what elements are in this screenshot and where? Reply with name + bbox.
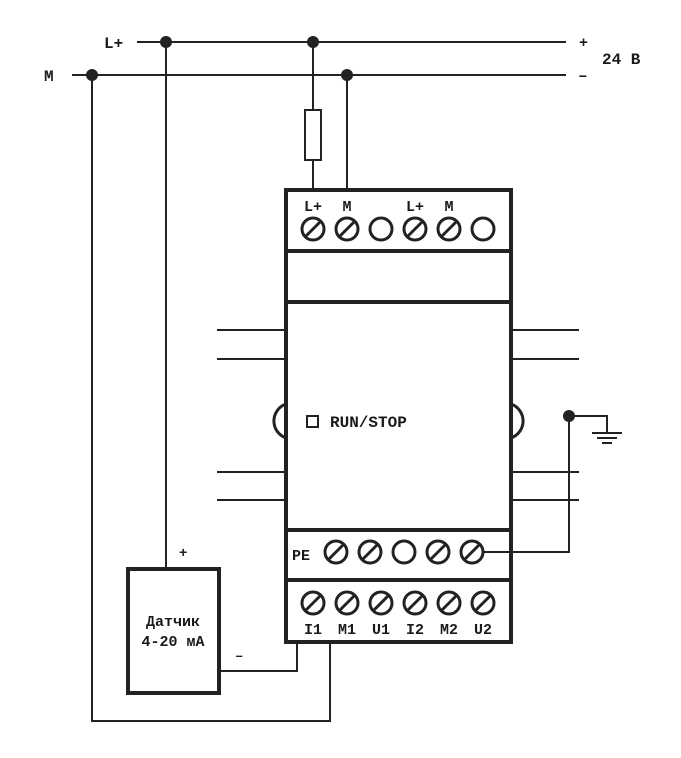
plus-sign: + (579, 35, 588, 52)
screw-terminal (300, 216, 326, 242)
screw-terminal (402, 590, 428, 616)
sensor-plus-label: + (179, 546, 187, 562)
ground-wire (569, 415, 608, 432)
bottom-terminal-label: M1 (338, 622, 356, 639)
run-stop-indicator (306, 415, 319, 428)
top-terminal-label: L+ (304, 199, 322, 216)
screw-terminal (323, 539, 349, 565)
bottom-terminal-label: I2 (406, 622, 424, 639)
m-rail-label: M (44, 68, 54, 86)
screw-terminal (436, 590, 462, 616)
fuse (304, 109, 322, 161)
screw-terminal (425, 539, 451, 565)
ground-wire (483, 416, 570, 553)
lplus-rail-label: L+ (104, 35, 123, 53)
empty-terminal (470, 216, 496, 242)
sensor-range: 4-20 мА (141, 634, 204, 651)
screw-terminal (470, 590, 496, 616)
empty-terminal (391, 539, 417, 565)
bottom-terminal-label: I1 (304, 622, 322, 639)
module-body (284, 188, 513, 644)
screw-terminal (368, 590, 394, 616)
screw-terminal (357, 539, 383, 565)
ground-icon (592, 432, 622, 444)
empty-terminal (368, 216, 394, 242)
top-terminal-label: M (342, 199, 351, 216)
screw-terminal (436, 216, 462, 242)
top-terminal-label: L+ (406, 199, 424, 216)
din-clip-left (272, 402, 287, 440)
minus-sign: – (578, 67, 588, 85)
screw-terminal (334, 590, 360, 616)
run-stop-label: RUN/STOP (330, 414, 407, 432)
bottom-terminal-label: U1 (372, 622, 390, 639)
bottom-terminal-label: M2 (440, 622, 458, 639)
screw-terminal (402, 216, 428, 242)
din-clip-right (510, 402, 525, 440)
sensor-minus-label: – (235, 649, 243, 665)
screw-terminal (459, 539, 485, 565)
sensor-box (126, 567, 221, 695)
supply-voltage-label: 24 B (602, 51, 641, 69)
pe-label: PE (292, 548, 310, 565)
top-terminal-label: M (444, 199, 453, 216)
screw-terminal (334, 216, 360, 242)
sensor-name: Датчик (146, 614, 200, 631)
bottom-terminal-label: U2 (474, 622, 492, 639)
screw-terminal (300, 590, 326, 616)
